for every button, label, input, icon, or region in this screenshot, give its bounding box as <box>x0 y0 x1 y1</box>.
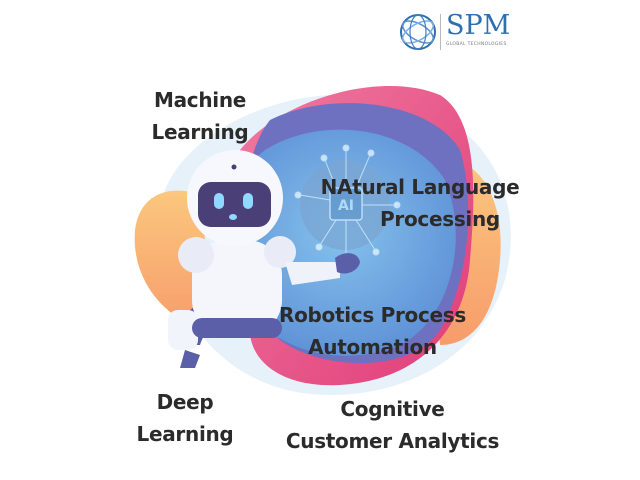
label-line: NAtural Language <box>320 175 520 199</box>
label-line: Processing <box>380 207 500 231</box>
label-line: Deep <box>156 390 214 414</box>
label-line: Cognitive <box>340 397 445 421</box>
robot <box>168 150 360 368</box>
logo-divider <box>440 14 441 50</box>
label-line: Automation <box>308 335 437 359</box>
label-line: Learning <box>151 120 249 144</box>
label-cognitive-analytics: Cognitive Customer Analytics <box>275 393 510 457</box>
logo-name: SPM <box>446 10 511 41</box>
logo-tagline: GLOBAL TECHNOLOGIES <box>446 42 507 47</box>
label-rpa: Robotics Process Automation <box>270 299 475 363</box>
chip-label: AI <box>338 198 354 214</box>
globe-icon <box>400 14 436 50</box>
label-deep-learning: Deep Learning <box>130 386 240 450</box>
label-nlp: NAtural Language Processing <box>310 171 530 235</box>
label-line: Customer Analytics <box>285 429 500 453</box>
label-line: Robotics Process <box>278 303 467 327</box>
spm-logo: SPM GLOBAL TECHNOLOGIES <box>398 10 518 54</box>
label-line: Learning <box>136 422 234 446</box>
ai-chip-circuit: AI <box>294 144 401 264</box>
label-line: Machine <box>153 88 247 112</box>
label-machine-learning: Machine Learning <box>140 84 260 148</box>
